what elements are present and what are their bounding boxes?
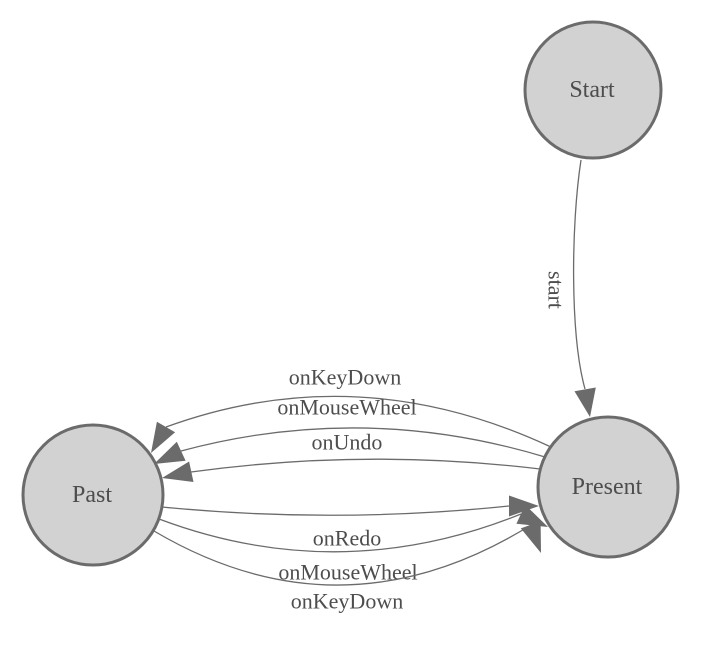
arrowhead-icon — [520, 521, 541, 553]
edge-label-onundo: onUndo — [312, 430, 383, 455]
past-node-circle — [21, 423, 165, 567]
state-node-start: Start — [523, 20, 663, 160]
arrowhead-icon — [574, 387, 596, 417]
start-node-circle — [523, 20, 663, 160]
edge-start-to-present: start — [544, 159, 596, 417]
present-node-circle — [536, 415, 680, 559]
past-node-label: Past — [72, 482, 112, 508]
edge-onmousewheel-bottom-path — [158, 513, 522, 553]
edge-start-to-present-path — [572, 159, 586, 390]
edge-past-to-present-onredo: onRedo — [161, 495, 539, 551]
start-node-label: Start — [569, 77, 615, 103]
edge-label-start: start — [544, 271, 569, 309]
edge-present-to-past-onmousewheel: onMouseWheel — [154, 395, 546, 464]
edge-label-onkeydown-top: onKeyDown — [289, 365, 401, 390]
state-node-past: Past — [21, 423, 165, 567]
edge-past-to-present-onkeydown: onKeyDown — [153, 521, 541, 614]
arrowhead-icon — [154, 441, 186, 464]
arrowhead-icon — [151, 421, 176, 453]
edge-present-to-past-onundo: onUndo — [162, 430, 541, 482]
edge-label-onkeydown-bottom: onKeyDown — [291, 589, 403, 614]
state-node-present: Present — [536, 415, 680, 559]
present-node-label: Present — [572, 474, 643, 500]
edge-present-to-past-onkeydown: onKeyDown — [151, 365, 552, 453]
edge-onundo-path — [190, 458, 541, 473]
edge-label-onmousewheel-top: onMouseWheel — [277, 395, 416, 420]
edge-onkeydown-top-path — [165, 395, 552, 448]
edge-label-onmousewheel-bottom: onMouseWheel — [278, 560, 417, 585]
edge-onmousewheel-top-path — [180, 427, 546, 458]
edge-onkeydown-bottom-path — [153, 524, 532, 586]
edge-label-onredo: onRedo — [313, 526, 381, 551]
edge-onredo-path — [161, 505, 510, 516]
arrowhead-icon — [509, 495, 539, 517]
arrowhead-icon — [162, 461, 194, 482]
